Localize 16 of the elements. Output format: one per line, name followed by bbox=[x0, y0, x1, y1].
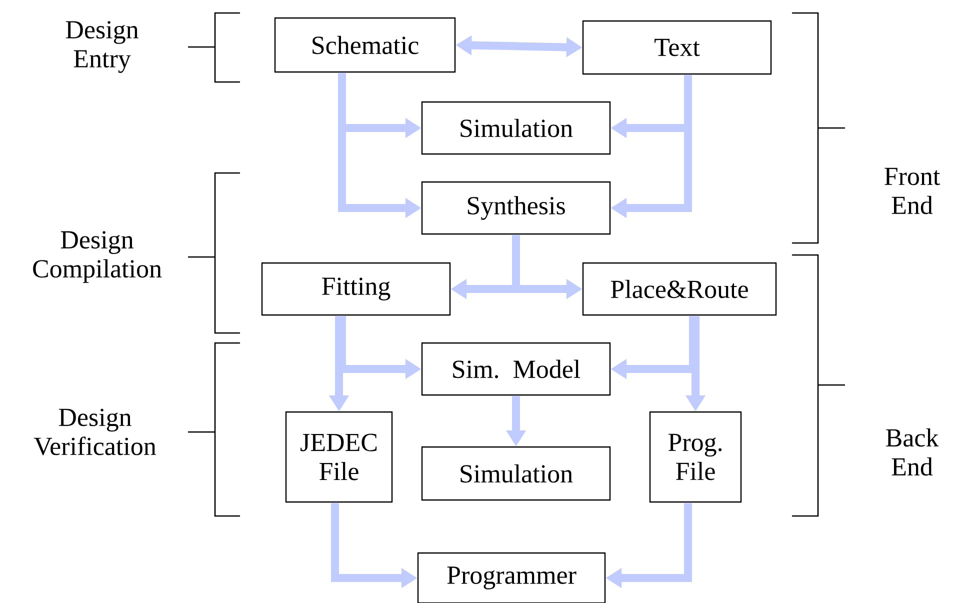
process-box: Text bbox=[582, 20, 772, 75]
process-box: Synthesis bbox=[421, 181, 611, 235]
process-box: Schematic bbox=[274, 17, 456, 73]
process-box: Place&Route bbox=[582, 262, 777, 316]
group-label: Design Compilation bbox=[33, 231, 162, 283]
process-box: Simulation bbox=[421, 446, 611, 501]
process-box: Programmer bbox=[417, 552, 606, 603]
process-box: Fitting bbox=[261, 262, 451, 316]
process-box: Sim. Model bbox=[421, 342, 611, 396]
process-box: JEDEC File bbox=[285, 411, 393, 503]
group-label: Back End bbox=[886, 428, 939, 476]
group-label: Design Entry bbox=[66, 21, 138, 73]
process-box: Simulation bbox=[421, 101, 611, 155]
group-label: Design Verification bbox=[34, 408, 156, 456]
process-box: Prog. File bbox=[649, 411, 742, 503]
group-label: Front End bbox=[884, 168, 940, 214]
